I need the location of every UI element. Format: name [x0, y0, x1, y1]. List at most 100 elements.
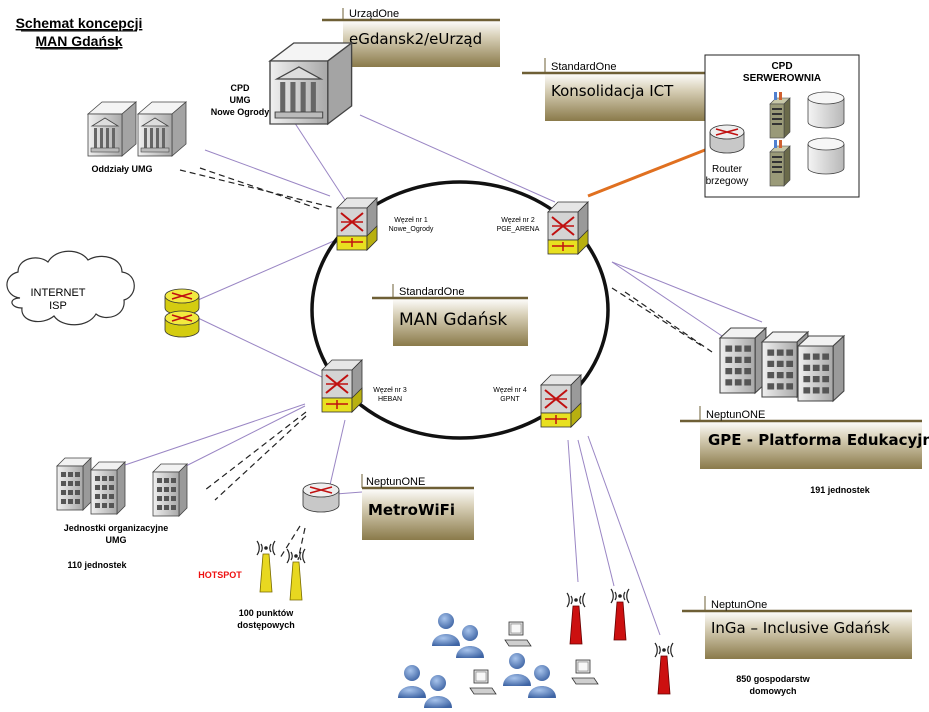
cpd-umg-line1: CPD: [230, 83, 250, 93]
router-label-line1: Router: [712, 164, 743, 175]
household-antenna-icon: [566, 592, 586, 645]
link-node4-antenna-3: [587, 435, 661, 636]
dashed-jednostki-1: [204, 411, 307, 491]
box-man-category: StandardOne: [399, 286, 464, 298]
box-inga-name: InGa – Inclusive Gdańsk: [711, 619, 890, 637]
storage-icon: [807, 137, 845, 175]
link-metrowifi-box: [335, 491, 363, 495]
gpe-building-icon: [797, 335, 845, 402]
household-antenna-icon: [654, 642, 674, 695]
hotspot-label: HOTSPOT: [198, 570, 242, 580]
gpe-buildings: [719, 327, 845, 402]
node-1-label-line2: Nowe_Ogrody: [389, 226, 434, 233]
cpd-umg-line3: Nowe Ogrody: [211, 107, 270, 117]
link-node2-gpe-1: [611, 261, 763, 323]
jednostka-building-icon: [56, 457, 92, 511]
hotspot-antenna-icon: [256, 540, 276, 593]
node-1-label-line1: Węzeł nr 1: [394, 217, 428, 224]
man-ring: [310, 180, 610, 440]
hotspot-antenna-icon: [286, 548, 306, 601]
node-2-switch-icon: [547, 201, 589, 255]
computer-icon: [469, 669, 497, 695]
gpe-count: 191 jednostek: [810, 485, 871, 495]
node-4-label-line1: Węzeł nr 4: [493, 387, 527, 394]
box-egdansk-bg: [343, 20, 500, 67]
oddzialy-buildings: [87, 101, 187, 157]
hotspot-count-line1: 100 punktów: [239, 608, 295, 618]
dashed-jednostki-2: [214, 415, 307, 501]
user-icon: [528, 665, 556, 698]
node-4-switch-icon: [540, 374, 582, 428]
jednostka-building-icon: [90, 461, 126, 515]
oddzial-building-icon: [137, 101, 187, 157]
box-metrowifi-bg: [362, 488, 474, 540]
box-egdansk: UrządOne eGdansk2/eUrząd: [322, 8, 500, 67]
oddzial-building-icon: [87, 101, 137, 157]
link-node2-gpe-2: [611, 261, 723, 337]
link-oddzialy-node1: [204, 149, 331, 197]
dashed-lines: [179, 167, 713, 561]
box-metrowifi: NeptunONE MetroWiFi: [361, 474, 474, 540]
dashed-oddzialy-2: [199, 167, 323, 211]
link-node4-antenna-2: [577, 439, 615, 587]
internet-cloud-icon: [6, 250, 135, 326]
link-node3-metrowifi: [329, 419, 346, 486]
user-icon: [432, 613, 460, 646]
diagram-title-line1: Schemat koncepcji: [16, 15, 143, 31]
box-inga-bg: [705, 611, 912, 659]
households-count-line2: domowych: [749, 686, 796, 696]
box-man-bg: [393, 298, 528, 346]
box-egdansk-name: eGdansk2/eUrząd: [349, 30, 482, 48]
edge-router-icon: [709, 124, 745, 154]
box-gpe: NeptunONE GPE - Platforma Edukacyjna: [680, 406, 929, 469]
node-3-switch-icon: [321, 359, 363, 413]
dashed-gpe-2: [624, 291, 713, 353]
storage-icon: [807, 91, 845, 129]
box-ict-bg: [545, 73, 705, 121]
node-4-label-line2: GPNT: [500, 396, 520, 403]
server-room-line1: CPD: [771, 61, 792, 72]
metrowifi-router-icon: [302, 482, 340, 513]
dashed-oddzialy-1: [179, 169, 336, 209]
box-inga: NeptunOne InGa – Inclusive Gdańsk: [682, 596, 912, 659]
link-cpd-node2: [359, 114, 556, 203]
box-man: StandardOne MAN Gdańsk: [372, 284, 528, 346]
box-ict-category: StandardOne: [551, 61, 616, 73]
households-count-line1: 850 gospodarstw: [736, 674, 811, 684]
link-node3-jednostki-1: [121, 403, 306, 467]
link-node3-jednostki-2: [177, 405, 306, 471]
box-gpe-category: NeptunONE: [706, 409, 765, 421]
connection-lines: [121, 87, 763, 636]
hotspot-count-line2: dostępowych: [237, 620, 295, 630]
orange-link-server: [587, 148, 706, 198]
node-1-switch-icon: [336, 197, 378, 251]
dashed-hotspot-1: [279, 525, 301, 559]
node-2-label-line2: PGE_ARENA: [497, 226, 540, 233]
cpd-server-room: CPD SERWEROWNIA Router brzegowy: [704, 54, 860, 198]
jednostki-label-line2: UMG: [106, 535, 127, 545]
computer-icon: [571, 659, 599, 685]
link-isp-node1: [197, 239, 337, 301]
oddzialy-label: Oddziały UMG: [91, 164, 152, 174]
internet-label-line2: ISP: [49, 300, 67, 312]
node-2-label-line1: Węzeł nr 2: [501, 217, 535, 224]
cpd-umg-line2: UMG: [230, 95, 251, 105]
box-gpe-name: GPE - Platforma Edukacyjna: [708, 431, 929, 449]
box-egdansk-category: UrządOne: [349, 8, 399, 20]
node-3-label-line2: HEBAN: [378, 396, 402, 403]
router-label-line2: brzegowy: [706, 176, 749, 187]
jednostki-buildings: [56, 457, 188, 517]
server-room-line2: SERWEROWNIA: [743, 73, 821, 84]
cpd-umg-building-icon: [269, 42, 353, 125]
node-3-label-line1: Węzeł nr 3: [373, 387, 407, 394]
internet-label-line1: INTERNET: [31, 287, 86, 299]
jednostki-count: 110 jednostek: [67, 560, 127, 570]
box-metrowifi-category: NeptunONE: [366, 476, 425, 488]
dashed-hotspot-2: [297, 527, 306, 561]
computer-icon: [504, 621, 532, 647]
household-antenna-icon: [610, 588, 630, 641]
diagram-title-line2: MAN Gdańsk: [35, 33, 122, 49]
user-icon: [424, 675, 452, 708]
user-icon: [456, 625, 484, 658]
